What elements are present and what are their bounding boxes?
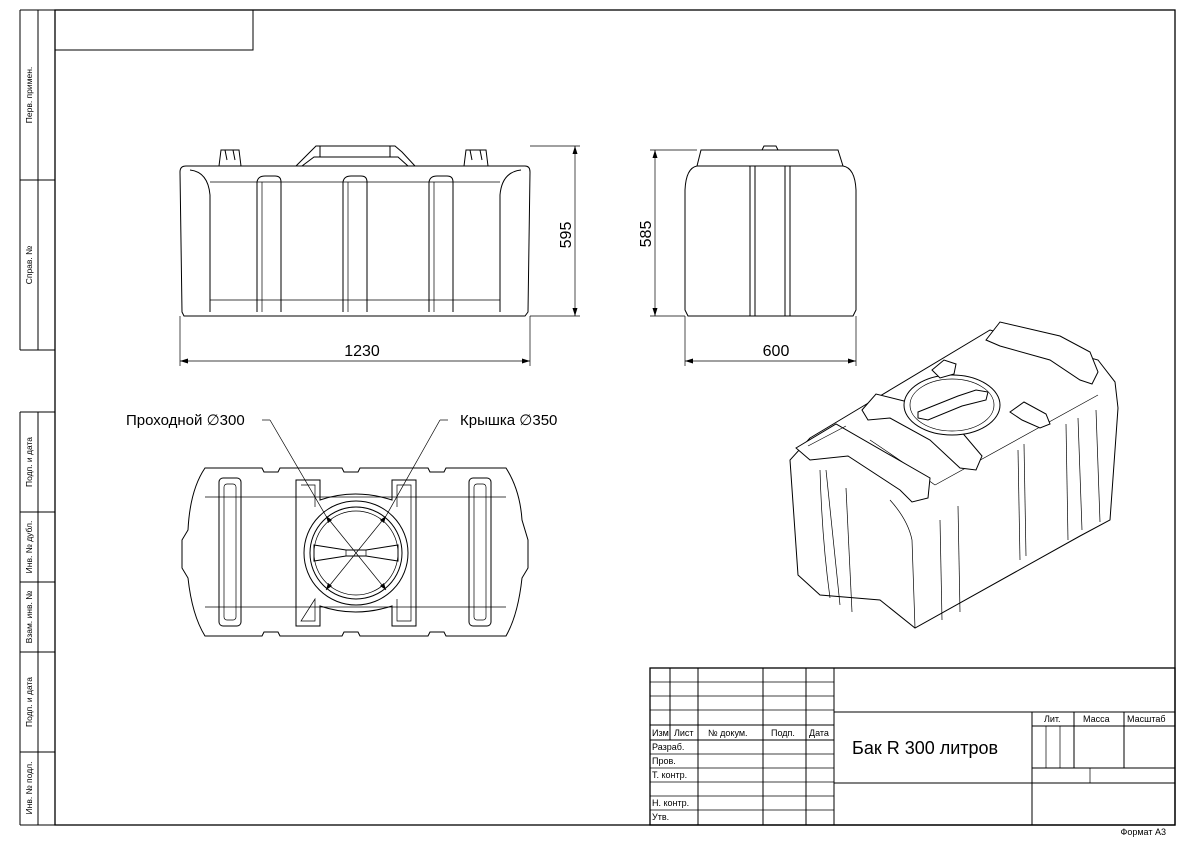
- label-vzam-inv-no: Взам. инв. №: [24, 591, 34, 644]
- left-stamp-strip: Перв. примен. Справ. № Подп. и дата Инв.…: [19, 9, 55, 826]
- dim-front-height: 595: [558, 222, 575, 249]
- label-perv-primen: Перв. примен.: [24, 67, 34, 124]
- dim-side-width: 600: [763, 343, 790, 360]
- tb-razrab: Разраб.: [652, 742, 684, 752]
- tb-massa: Масса: [1083, 714, 1110, 724]
- tb-utv: Утв.: [652, 812, 669, 822]
- tb-title: Бак R 300 литров: [852, 738, 998, 758]
- isometric-view: [789, 321, 1119, 629]
- tb-t-kontr: Т. контр.: [652, 770, 687, 780]
- top-view: [181, 419, 529, 637]
- label-inv-no-podl: Инв. № подл.: [24, 762, 34, 815]
- tb-masshtab: Масштаб: [1127, 714, 1166, 724]
- sheet-frame: [54, 9, 1176, 826]
- tb-n-kontr: Н. контр.: [652, 798, 689, 808]
- callout-passage: Проходной ∅300: [126, 412, 245, 429]
- tb-izm: Изм.: [652, 728, 671, 738]
- label-podp-data-1: Подп. и дата: [24, 437, 34, 487]
- front-view: [179, 145, 531, 317]
- side-dimensions: 600 585: [638, 149, 857, 366]
- tb-prov: Пров.: [652, 756, 676, 766]
- format-label: Формат А3: [1121, 827, 1166, 837]
- tb-podp: Подп.: [771, 728, 795, 738]
- dim-side-height: 585: [638, 221, 655, 248]
- dim-front-length: 1230: [344, 343, 380, 360]
- front-dimensions: 1230 595: [179, 145, 580, 366]
- tb-data: Дата: [809, 728, 829, 738]
- callout-lid: Крышка ∅350: [460, 412, 557, 429]
- title-block: Изм. Лист № докум. Подп. Дата Разраб. Пр…: [649, 667, 1176, 826]
- label-podp-data-2: Подп. и дата: [24, 677, 34, 727]
- tb-lit: Лит.: [1044, 714, 1061, 724]
- label-inv-no-dubl: Инв. № дубл.: [24, 521, 34, 574]
- label-sprav-no: Справ. №: [24, 246, 34, 285]
- top-left-stamp-box: [54, 9, 254, 51]
- side-view: [684, 145, 857, 317]
- tb-list: Лист: [674, 728, 694, 738]
- tb-doc-no: № докум.: [708, 728, 748, 738]
